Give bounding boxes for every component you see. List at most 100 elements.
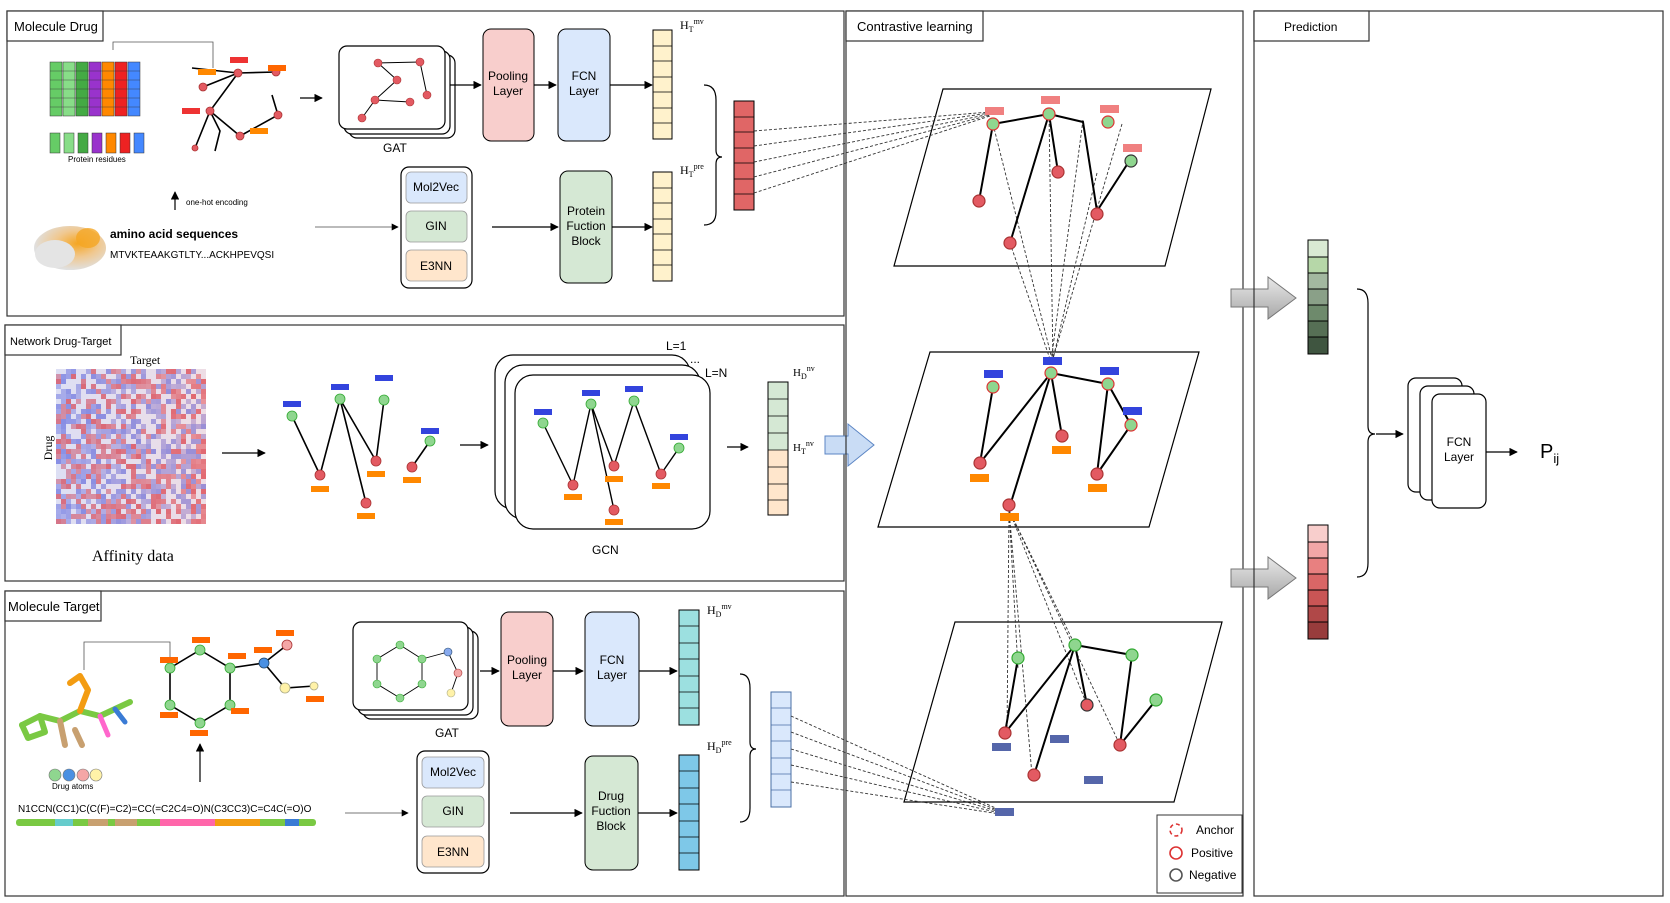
heatmap-cell [126, 509, 131, 514]
heatmap-cell [141, 469, 146, 474]
heatmap-cell [146, 424, 151, 429]
heatmap-cell [136, 424, 141, 429]
heatmap-cell [131, 514, 136, 519]
heatmap-cell [126, 454, 131, 459]
heatmap-cell [156, 399, 161, 404]
heatmap-cell [111, 499, 116, 504]
heatmap-cell [111, 429, 116, 434]
heatmap-cell [186, 434, 191, 439]
heatmap-cell [201, 489, 206, 494]
heatmap-cell [156, 509, 161, 514]
heatmap-cell [56, 499, 61, 504]
heatmap-cell [111, 424, 116, 429]
heatmap-cell [66, 499, 71, 504]
heatmap-cell [96, 514, 101, 519]
heatmap-cell [111, 389, 116, 394]
heatmap-cell [156, 494, 161, 499]
heatmap-cell [176, 459, 181, 464]
heatmap-cell [166, 414, 171, 419]
heatmap-cell [66, 469, 71, 474]
heatmap-cell [196, 444, 201, 449]
heatmap-cell [186, 509, 191, 514]
heatmap-cell [146, 434, 151, 439]
heatmap-cell [131, 474, 136, 479]
heatmap-cell [131, 389, 136, 394]
heatmap-cell [136, 449, 141, 454]
heatmap-cell [196, 489, 201, 494]
heatmap-cell [141, 504, 146, 509]
heatmap-cell [141, 424, 146, 429]
heatmap-cell [151, 484, 156, 489]
heatmap-cell [201, 384, 206, 389]
heatmap-cell [81, 489, 86, 494]
heatmap-cell [66, 519, 71, 524]
heatmap-cell [176, 484, 181, 489]
network-to-contrastive-arrow [824, 422, 875, 468]
heatmap-cell [181, 414, 186, 419]
heatmap-cell [156, 489, 161, 494]
heatmap-cell [101, 369, 106, 374]
heatmap-cell [171, 499, 176, 504]
heatmap-cell [181, 424, 186, 429]
ht-mv-vector [652, 29, 673, 140]
heatmap-cell [146, 384, 151, 389]
heatmap-cell [61, 399, 66, 404]
heatmap-cell [61, 469, 66, 474]
heatmap-cell [171, 424, 176, 429]
heatmap-cell [131, 454, 136, 459]
heatmap-cell [96, 509, 101, 514]
protein-graph [191, 67, 279, 152]
heatmap-cell [201, 479, 206, 484]
heatmap-cell [71, 444, 76, 449]
heatmap-cell [106, 429, 111, 434]
heatmap-cell [76, 489, 81, 494]
heatmap-cell [61, 464, 66, 469]
heatmap-cell [141, 404, 146, 409]
heatmap-cell [136, 374, 141, 379]
heatmap-cell [186, 429, 191, 434]
heatmap-cell [71, 419, 76, 424]
heatmap-cell [71, 429, 76, 434]
heatmap-cell [71, 449, 76, 454]
heatmap-cell [116, 424, 121, 429]
pooling-top-l2: Layer [493, 84, 523, 98]
brace-prediction [1356, 288, 1376, 578]
heatmap-cell [181, 519, 186, 524]
heatmap-cell [101, 454, 106, 459]
heatmap-cell [71, 464, 76, 469]
heatmap-cell [141, 474, 146, 479]
heatmap-cell [181, 449, 186, 454]
heatmap-cell [91, 459, 96, 464]
heatmap-cell [71, 399, 76, 404]
heatmap-cell [131, 404, 136, 409]
heatmap-cell [86, 379, 91, 384]
heatmap-cell [171, 384, 176, 389]
heatmap-cell [91, 409, 96, 414]
heatmap-cell [156, 444, 161, 449]
heatmap-cell [106, 374, 111, 379]
heatmap-cell [166, 519, 171, 524]
heatmap-cell [186, 399, 191, 404]
heatmap-cell [126, 429, 131, 434]
pooling-bottom-l2: Layer [512, 668, 542, 682]
heatmap-cell [136, 519, 141, 524]
heatmap-cell [76, 409, 81, 414]
heatmap-cell [86, 459, 91, 464]
heatmap-cell [161, 374, 166, 379]
heatmap-cell [166, 429, 171, 434]
heatmap-cell [131, 459, 136, 464]
heatmap-cell [171, 454, 176, 459]
heatmap-cell [66, 389, 71, 394]
heatmap-cell [91, 429, 96, 434]
heatmap-cell [166, 469, 171, 474]
heatmap-cell [96, 399, 101, 404]
brace-bottom [739, 673, 757, 823]
heatmap-cell [106, 504, 111, 509]
protein-graph-nodes [191, 67, 283, 152]
heatmap-cell [121, 504, 126, 509]
heatmap-cell [201, 459, 206, 464]
heatmap-cell [76, 519, 81, 524]
heatmap-cell [201, 439, 206, 444]
heatmap-cell [181, 384, 186, 389]
heatmap-cell [181, 514, 186, 519]
